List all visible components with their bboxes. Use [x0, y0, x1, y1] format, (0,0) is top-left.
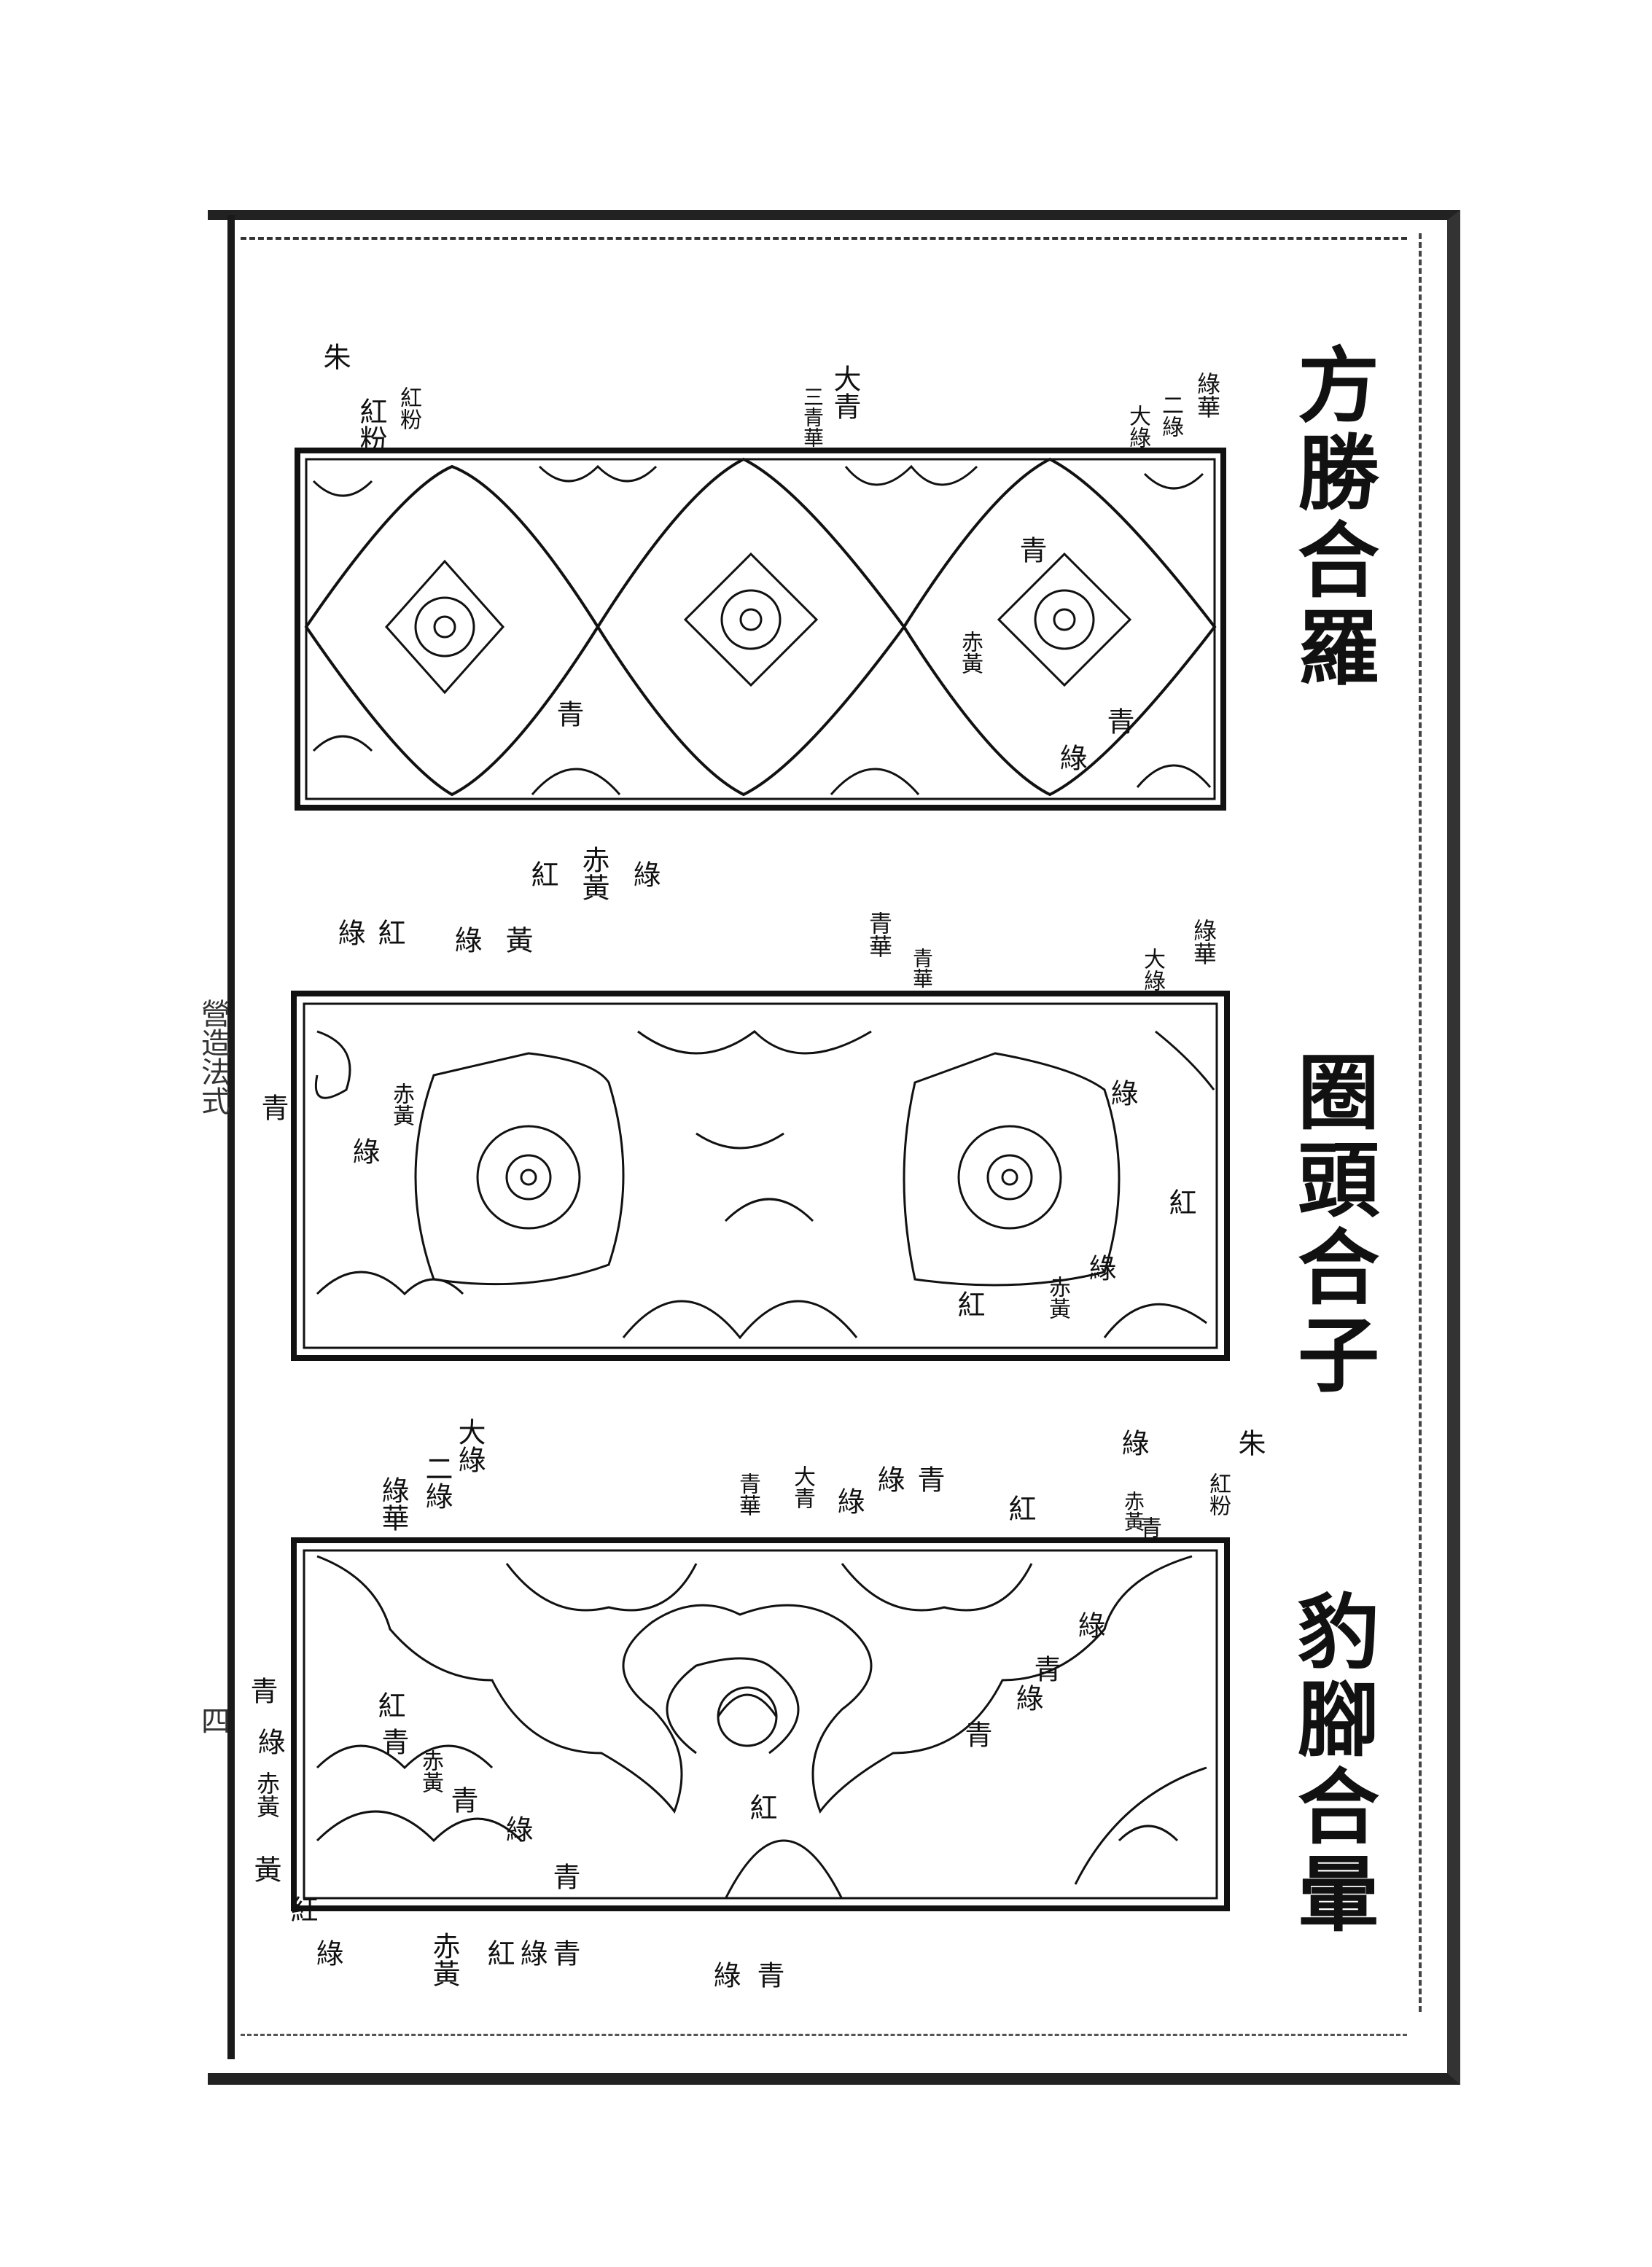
color-label: 二綠 — [421, 1454, 453, 1510]
color-label: 綠 — [515, 1939, 548, 1967]
color-label: 青華 — [735, 1472, 760, 1516]
color-label: 黃 — [501, 926, 533, 953]
color-label: 青 — [752, 1961, 784, 1989]
color-label: 綠 — [1106, 1079, 1138, 1107]
color-label: 朱 — [1234, 1429, 1266, 1456]
margin-book-title: 營造法式 — [196, 999, 230, 1115]
color-label: 綠 — [709, 1961, 741, 1989]
color-label: 紅 — [745, 1793, 777, 1821]
color-label: 赤黃 — [418, 1749, 443, 1793]
color-label: 紅 — [953, 1290, 985, 1318]
color-label: 大青 — [790, 1465, 815, 1509]
color-label: 青 — [913, 1465, 945, 1493]
color-label: 大綠 — [453, 1418, 486, 1473]
color-label: 青 — [552, 700, 584, 727]
inner-border-right — [1419, 233, 1422, 2012]
color-label: 綠 — [450, 926, 482, 953]
color-label: 綠 — [348, 1137, 380, 1165]
color-label: 紅 — [1004, 1494, 1036, 1522]
color-label: 青 — [548, 1862, 580, 1890]
color-label: 綠 — [253, 1728, 285, 1755]
inner-border-bottom — [241, 2034, 1407, 2036]
color-label: 青華 — [910, 948, 934, 988]
inner-border-top — [241, 237, 1407, 240]
color-label: 赤黃 — [253, 1771, 281, 1818]
color-label: 青 — [1015, 536, 1047, 563]
frame-left-rule — [227, 215, 235, 2059]
color-label: 赤黃 — [1121, 1491, 1145, 1532]
color-label: 綠 — [501, 1815, 533, 1843]
color-label: 紅 — [526, 860, 558, 888]
panel-title-2: 圈頭合子 — [1284, 1050, 1379, 1400]
color-label: 綠 — [333, 918, 365, 946]
color-label: 大綠 — [1139, 948, 1165, 991]
color-label: 紅 — [373, 1691, 405, 1719]
color-label: 赤黃 — [577, 846, 609, 901]
color-label: 青 — [257, 1093, 289, 1121]
color-label: 綠 — [1073, 1611, 1105, 1639]
panel-3-drawing — [291, 1537, 1230, 1911]
color-label: 紅 — [373, 918, 405, 946]
color-label: 青 — [1136, 1516, 1161, 1538]
panel-title-3: 豹腳合暈 — [1284, 1589, 1379, 1939]
color-label: 赤黃 — [389, 1082, 414, 1126]
page-frame — [208, 210, 1460, 2085]
panel-2-drawing — [291, 991, 1230, 1361]
color-label: 綠華 — [1193, 372, 1221, 418]
color-label: 三青華 — [800, 386, 825, 448]
color-label: 紅粉 — [355, 397, 387, 453]
margin-page-number: 四 — [196, 1706, 230, 1735]
panel-title-1: 方勝合羅 — [1284, 343, 1379, 692]
color-label: 綠 — [1117, 1429, 1149, 1456]
color-label: 綠 — [1011, 1684, 1043, 1712]
color-label: 綠 — [873, 1465, 905, 1493]
color-label: 綠 — [1055, 744, 1087, 771]
color-label: 大綠 — [1125, 405, 1150, 448]
color-label: 青華 — [865, 911, 893, 958]
color-label: 二綠 — [1158, 394, 1183, 437]
color-label: 青 — [548, 1939, 580, 1967]
color-label: 青 — [246, 1677, 278, 1704]
color-label: 大青 — [829, 364, 861, 420]
color-label: 青 — [1029, 1655, 1061, 1682]
color-label: 綠 — [833, 1487, 865, 1515]
color-label: 青 — [960, 1720, 992, 1748]
panel-1-drawing — [295, 448, 1226, 811]
color-label: 紅 — [1164, 1188, 1196, 1216]
color-label: 綠華 — [377, 1476, 409, 1532]
color-label: 紅粉 — [396, 386, 421, 430]
color-label: 赤黃 — [957, 631, 983, 674]
color-label: 綠華 — [1190, 918, 1217, 965]
color-label: 青 — [446, 1786, 478, 1814]
color-label: 朱 — [319, 343, 351, 370]
color-label: 黃 — [249, 1855, 281, 1883]
color-label: 綠 — [628, 860, 661, 888]
color-label: 紅粉 — [1205, 1472, 1231, 1516]
color-label: 紅 — [286, 1895, 318, 1923]
color-label: 青 — [377, 1728, 409, 1755]
color-label: 赤黃 — [1045, 1276, 1070, 1319]
color-label: 綠 — [1084, 1254, 1116, 1281]
color-label: 綠 — [311, 1939, 343, 1967]
color-label: 青 — [1102, 707, 1134, 735]
color-label: 紅 — [483, 1939, 515, 1967]
color-label: 赤黃 — [428, 1932, 460, 1987]
